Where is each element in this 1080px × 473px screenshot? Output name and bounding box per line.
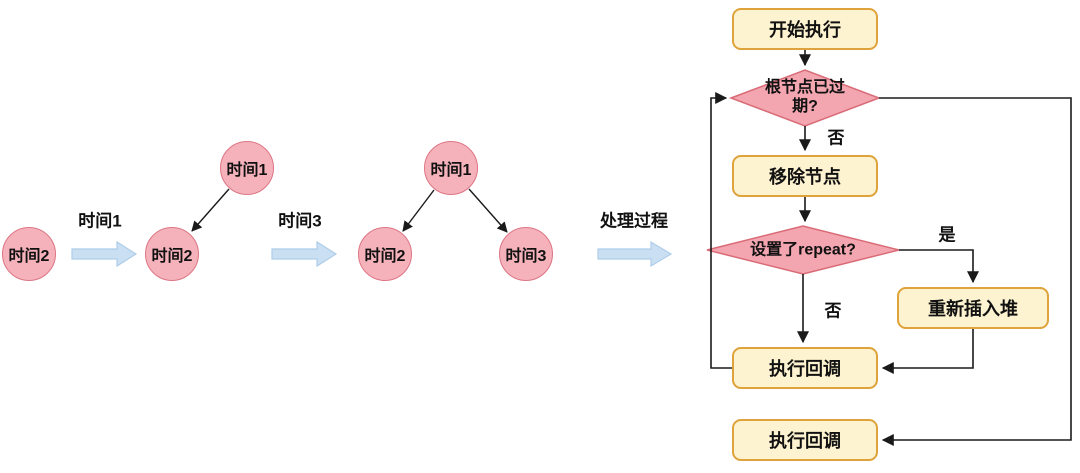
insert-block-arrow-2 xyxy=(271,240,338,268)
connector-reinsert-to-callback xyxy=(881,329,974,374)
decision-repeat-label: 设置了repeat? xyxy=(750,241,856,259)
flow-remove-node-box: 移除节点 xyxy=(732,155,878,197)
heap-node-label: 时间1 xyxy=(430,162,472,179)
insert-arrow-label-2: 时间3 xyxy=(278,211,322,231)
heap-node-step1: 时间2 xyxy=(2,227,56,281)
tree3-edge-root-left xyxy=(402,189,435,232)
tree3-edge-root-right xyxy=(468,188,508,233)
insert-block-arrow-1 xyxy=(71,240,138,268)
process-block-arrow xyxy=(597,240,673,268)
heap-node-step2-root: 时间1 xyxy=(220,141,274,195)
branch-label-no-1: 否 xyxy=(827,128,845,148)
insert-arrow-label-1: 时间1 xyxy=(78,211,122,231)
process-arrow-label: 处理过程 xyxy=(600,211,668,231)
heap-node-step3-left: 时间2 xyxy=(358,227,412,281)
decision-root-expired-label: 根节点已过期? xyxy=(764,78,845,115)
flow-box-label: 执行回调 xyxy=(769,431,841,451)
heap-node-label: 时间2 xyxy=(364,248,406,265)
heap-node-label: 时间1 xyxy=(226,162,268,179)
heap-node-label: 时间2 xyxy=(8,248,50,265)
branch-label-yes: 是 xyxy=(938,225,956,245)
flow-start-box: 开始执行 xyxy=(732,8,878,50)
heap-node-label: 时间3 xyxy=(505,248,547,265)
flow-final-callback-box: 执行回调 xyxy=(732,419,878,461)
heap-node-step2-child: 时间2 xyxy=(145,227,199,281)
heap-node-step3-right: 时间3 xyxy=(499,227,553,281)
flow-box-label: 移除节点 xyxy=(769,167,841,187)
connector-callback-loop-to-decision1 xyxy=(710,92,732,369)
flow-box-label: 执行回调 xyxy=(769,359,841,379)
flow-reinsert-heap-box: 重新插入堆 xyxy=(897,287,1049,329)
flow-box-label: 开始执行 xyxy=(769,20,841,40)
connector-decision1-to-final-callback xyxy=(879,97,1072,446)
heap-node-step3-root: 时间1 xyxy=(424,141,478,195)
heap-node-label: 时间2 xyxy=(151,248,193,265)
connector-decision2-yes-to-reinsert xyxy=(899,249,979,284)
tree2-edge-root-child xyxy=(191,188,230,232)
branch-label-no-2: 否 xyxy=(824,301,842,321)
flow-run-callback-box: 执行回调 xyxy=(732,347,878,389)
flow-box-label: 重新插入堆 xyxy=(928,299,1018,319)
